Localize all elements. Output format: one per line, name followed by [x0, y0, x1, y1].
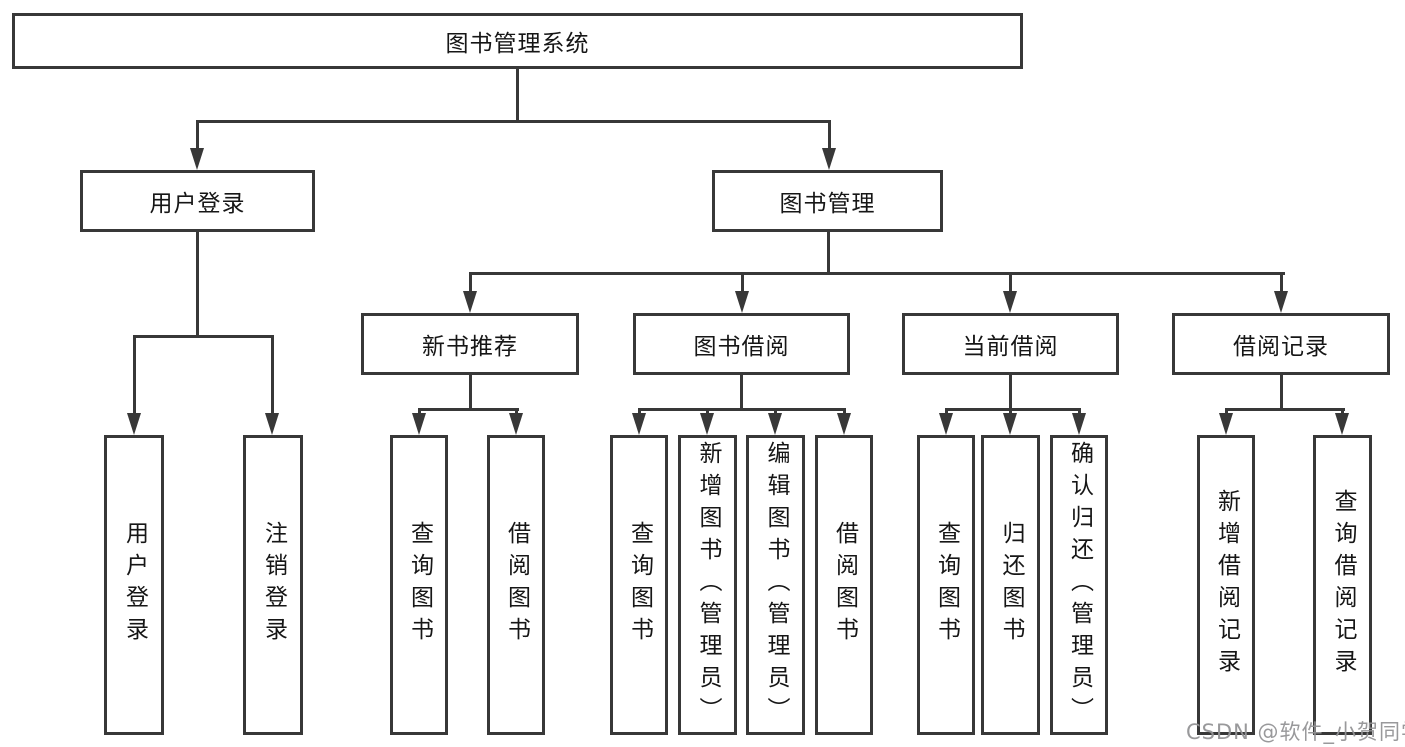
leaf-return-books: 归还图书	[981, 435, 1040, 735]
connector-newbook-stem	[469, 375, 472, 408]
arrowhead-leaf	[632, 413, 646, 435]
arrowhead-new-book	[463, 291, 477, 313]
connector-drop	[843, 408, 846, 415]
leaf-borrow-borrow-books: 借阅图书	[815, 435, 873, 735]
arrowhead-leaf	[1335, 413, 1349, 435]
arrowhead-current-borrow	[1003, 291, 1017, 313]
leaf-borrow-borrow-books-label: 借阅图书	[831, 521, 858, 649]
leaf-edit-books-admin-label: 编辑图书（管理员）	[763, 441, 789, 729]
leaf-user-login-label: 用户登录	[121, 521, 148, 649]
connector-drop	[418, 408, 421, 415]
arrowhead-book-borrow	[735, 291, 749, 313]
leaf-return-books-label: 归还图书	[998, 521, 1024, 649]
leaf-current-query-books-label: 查询图书	[933, 521, 960, 649]
leaf-query-borrow-record: 查询借阅记录	[1313, 435, 1372, 735]
connector-userlogin-stem	[196, 232, 199, 335]
arrowhead-user-login	[190, 148, 204, 170]
connector-drop-book-borrow	[741, 272, 744, 293]
connector-drop	[774, 408, 777, 415]
leaf-recommend-query-books: 查询图书	[390, 435, 448, 735]
leaf-confirm-return-admin-label: 确认归还（管理员）	[1066, 441, 1093, 729]
connector-drop	[706, 408, 709, 415]
leaf-edit-books-admin: 编辑图书（管理员）	[746, 435, 805, 735]
node-current-borrow: 当前借阅	[902, 313, 1119, 375]
connector-currentborrow-rail	[945, 408, 1081, 411]
leaf-add-books-admin: 新增图书（管理员）	[678, 435, 737, 735]
arrowhead-borrow-records	[1274, 291, 1288, 313]
arrowhead-leaf	[939, 413, 953, 435]
leaf-query-borrow-record-label: 查询借阅记录	[1330, 489, 1356, 681]
connector-borrowrecords-rail	[1225, 408, 1345, 411]
connector-currentborrow-stem	[1009, 375, 1012, 408]
connector-drop-user-login	[196, 120, 199, 150]
node-borrow-records: 借阅记录	[1172, 313, 1390, 375]
connector-drop	[1009, 408, 1012, 415]
arrowhead-leaf-logout	[265, 413, 279, 435]
connector-drop-leaf-user-login	[133, 335, 136, 415]
arrowhead-leaf	[1072, 413, 1086, 435]
leaf-current-query-books: 查询图书	[917, 435, 975, 735]
connector-drop	[515, 408, 518, 415]
arrowhead-book-management	[822, 148, 836, 170]
leaf-add-borrow-record-label: 新增借阅记录	[1213, 489, 1240, 681]
connector-drop	[1078, 408, 1081, 415]
node-root-label: 图书管理系统	[445, 31, 590, 57]
node-current-borrow-label: 当前借阅	[962, 334, 1059, 360]
connector-drop-book-management	[828, 120, 831, 150]
arrowhead-leaf	[1003, 413, 1017, 435]
connector-drop-current-borrow	[1009, 272, 1012, 293]
connector-drop	[1341, 408, 1344, 415]
connector-drop-leaf-logout	[271, 335, 274, 415]
arrowhead-leaf	[837, 413, 851, 435]
connector-bookborrow-stem	[740, 375, 743, 408]
csdn-watermark: CSDN @软件_小贺同学	[1186, 720, 1405, 744]
node-user-login-label: 用户登录	[149, 191, 246, 217]
connector-drop-borrow-records	[1280, 272, 1283, 293]
node-book-borrow-label: 图书借阅	[693, 334, 790, 360]
leaf-recommend-borrow-books: 借阅图书	[487, 435, 545, 735]
leaf-logout: 注销登录	[243, 435, 303, 735]
leaf-confirm-return-admin: 确认归还（管理员）	[1050, 435, 1108, 735]
leaf-logout-label: 注销登录	[260, 521, 287, 649]
connector-userlogin-rail	[133, 335, 274, 338]
connector-drop	[945, 408, 948, 415]
leaf-recommend-query-books-label: 查询图书	[406, 521, 433, 649]
connector-root-rail	[196, 120, 831, 123]
connector-borrowrecords-stem	[1280, 375, 1283, 408]
leaf-recommend-borrow-books-label: 借阅图书	[503, 521, 530, 649]
connector-newbook-rail	[418, 408, 519, 411]
arrowhead-leaf-user-login	[127, 413, 141, 435]
node-user-login: 用户登录	[80, 170, 315, 232]
leaf-user-login: 用户登录	[104, 435, 164, 735]
leaf-borrow-query-books: 查询图书	[610, 435, 668, 735]
connector-drop-new-book	[469, 272, 472, 293]
leaf-borrow-query-books-label: 查询图书	[626, 521, 653, 649]
arrowhead-leaf	[1219, 413, 1233, 435]
arrowhead-leaf	[700, 413, 714, 435]
node-book-borrow: 图书借阅	[633, 313, 850, 375]
node-borrow-records-label: 借阅记录	[1233, 334, 1329, 360]
arrowhead-leaf	[768, 413, 782, 435]
connector-bookmgmt-rail	[469, 272, 1285, 275]
leaf-add-books-admin-label: 新增图书（管理员）	[695, 441, 721, 729]
node-book-management: 图书管理	[712, 170, 943, 232]
arrowhead-leaf	[509, 413, 523, 435]
connector-bookmgmt-stem	[827, 232, 830, 272]
node-root: 图书管理系统	[12, 13, 1023, 69]
connector-drop	[638, 408, 641, 415]
node-book-management-label: 图书管理	[779, 191, 876, 217]
node-new-book-recommend-label: 新书推荐	[422, 334, 518, 360]
leaf-add-borrow-record: 新增借阅记录	[1197, 435, 1255, 735]
node-new-book-recommend: 新书推荐	[361, 313, 579, 375]
connector-bookborrow-rail	[638, 408, 846, 411]
arrowhead-leaf	[412, 413, 426, 435]
connector-drop	[1225, 408, 1228, 415]
connector-root-stem	[516, 69, 519, 120]
